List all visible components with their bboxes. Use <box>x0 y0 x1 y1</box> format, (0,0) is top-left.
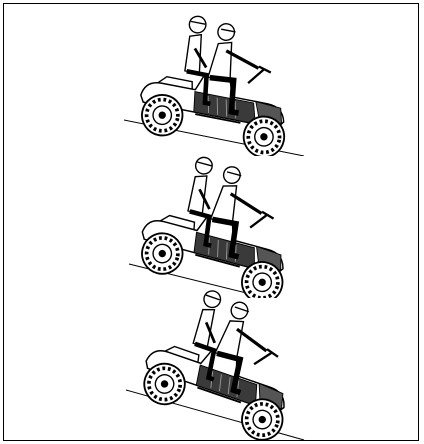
panel-atv-uphill-3 <box>4 290 420 436</box>
panel-atv-uphill-2 <box>4 152 420 298</box>
atv-two-riders-illustration-3 <box>4 290 420 440</box>
figure-frame <box>3 3 419 441</box>
atv-two-riders-illustration-1 <box>4 10 420 156</box>
panel-atv-uphill-1 <box>4 10 420 156</box>
atv-two-riders-illustration-2 <box>4 152 420 298</box>
